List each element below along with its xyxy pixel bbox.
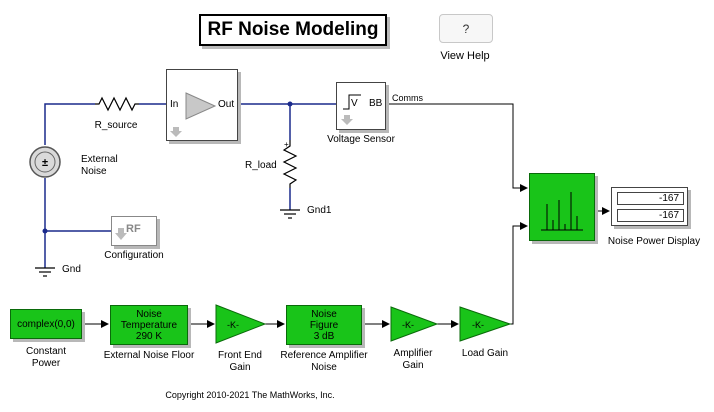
wire-comms bbox=[386, 103, 528, 192]
noise-power-display-block[interactable]: -167 -167 bbox=[611, 187, 688, 226]
external-noise-floor-block[interactable]: Noise Temperature 290 K bbox=[110, 305, 188, 345]
sensor-port-v: V bbox=[351, 98, 358, 109]
wire-load-to-power bbox=[510, 222, 528, 325]
r-load-label: R_load bbox=[245, 160, 277, 171]
port-in-label: In bbox=[170, 99, 179, 110]
load-gain-block[interactable] bbox=[459, 306, 512, 342]
front-end-gain-k: -K- bbox=[227, 320, 239, 330]
wire-noise-to-rsource bbox=[44, 103, 95, 145]
constant-power-block[interactable]: complex(0,0) bbox=[10, 309, 82, 339]
voltage-sensor-label: Voltage Sensor bbox=[327, 134, 395, 145]
noise-power-display-label: Noise Power Display bbox=[607, 236, 701, 247]
configuration-label: Configuration bbox=[104, 250, 164, 261]
svg-text:±: ± bbox=[42, 157, 48, 169]
front-end-gain-block[interactable] bbox=[215, 304, 267, 344]
down-arrow-icon bbox=[341, 115, 353, 125]
display-value-2: -167 bbox=[617, 209, 684, 222]
reference-amplifier-noise-block[interactable]: Noise Figure 3 dB bbox=[286, 305, 362, 345]
r-source-resistor[interactable] bbox=[95, 96, 139, 112]
load-gain-label: Load Gain bbox=[461, 348, 509, 359]
external-noise-label: External Noise bbox=[81, 154, 118, 177]
amplifier-gain-k: -K- bbox=[402, 320, 414, 330]
copyright-text: Copyright 2010-2021 The MathWorks, Inc. bbox=[165, 390, 335, 400]
external-noise-source[interactable]: ± bbox=[29, 146, 61, 178]
r-load-resistor[interactable] bbox=[282, 140, 298, 188]
gnd-label: Gnd bbox=[62, 264, 81, 275]
amplifier-gain-label: Amplifier Gain bbox=[393, 348, 433, 371]
external-noise-floor-label: External Noise Floor bbox=[103, 350, 195, 361]
sensor-port-bb: BB bbox=[369, 98, 383, 109]
load-gain-k: -K- bbox=[472, 320, 484, 330]
reference-amplifier-noise-label: Reference Amplifier Noise bbox=[280, 350, 368, 373]
view-help-caption[interactable]: View Help bbox=[440, 50, 490, 62]
configuration-block[interactable]: RF bbox=[111, 216, 157, 246]
r-source-label: R_source bbox=[94, 120, 138, 131]
junction-dot bbox=[42, 228, 48, 234]
gnd-symbol[interactable] bbox=[35, 267, 55, 277]
down-arrow-icon bbox=[115, 228, 127, 240]
voltage-sensor-block[interactable]: V BB bbox=[336, 82, 386, 130]
diagram-title: RF Noise Modeling bbox=[199, 14, 387, 46]
rf-config-text: RF bbox=[126, 223, 141, 235]
amplifier-icon bbox=[185, 92, 217, 120]
calculate-power-block[interactable] bbox=[529, 173, 595, 241]
front-end-gain-label: Front End Gain bbox=[218, 350, 262, 373]
physical-connections bbox=[44, 103, 336, 268]
view-help-button[interactable]: ? bbox=[439, 14, 493, 43]
constant-value: complex(0,0) bbox=[17, 318, 75, 330]
port-out-label: Out bbox=[218, 99, 235, 110]
comms-signal-label: Comms bbox=[392, 93, 423, 103]
sensor-step-icon bbox=[343, 94, 361, 110]
display-value-1: -167 bbox=[617, 192, 684, 205]
spectrum-icon bbox=[541, 192, 583, 231]
amplifier-subsystem[interactable]: In Out bbox=[166, 69, 238, 141]
constant-power-label: Constant Power bbox=[25, 346, 67, 369]
down-arrow-icon bbox=[170, 127, 182, 137]
amplifier-gain-block[interactable] bbox=[390, 306, 439, 342]
gnd1-label: Gnd1 bbox=[307, 205, 332, 216]
junction-dot bbox=[287, 101, 293, 107]
gnd1-symbol[interactable] bbox=[280, 209, 300, 219]
svg-text:+: + bbox=[284, 140, 289, 149]
